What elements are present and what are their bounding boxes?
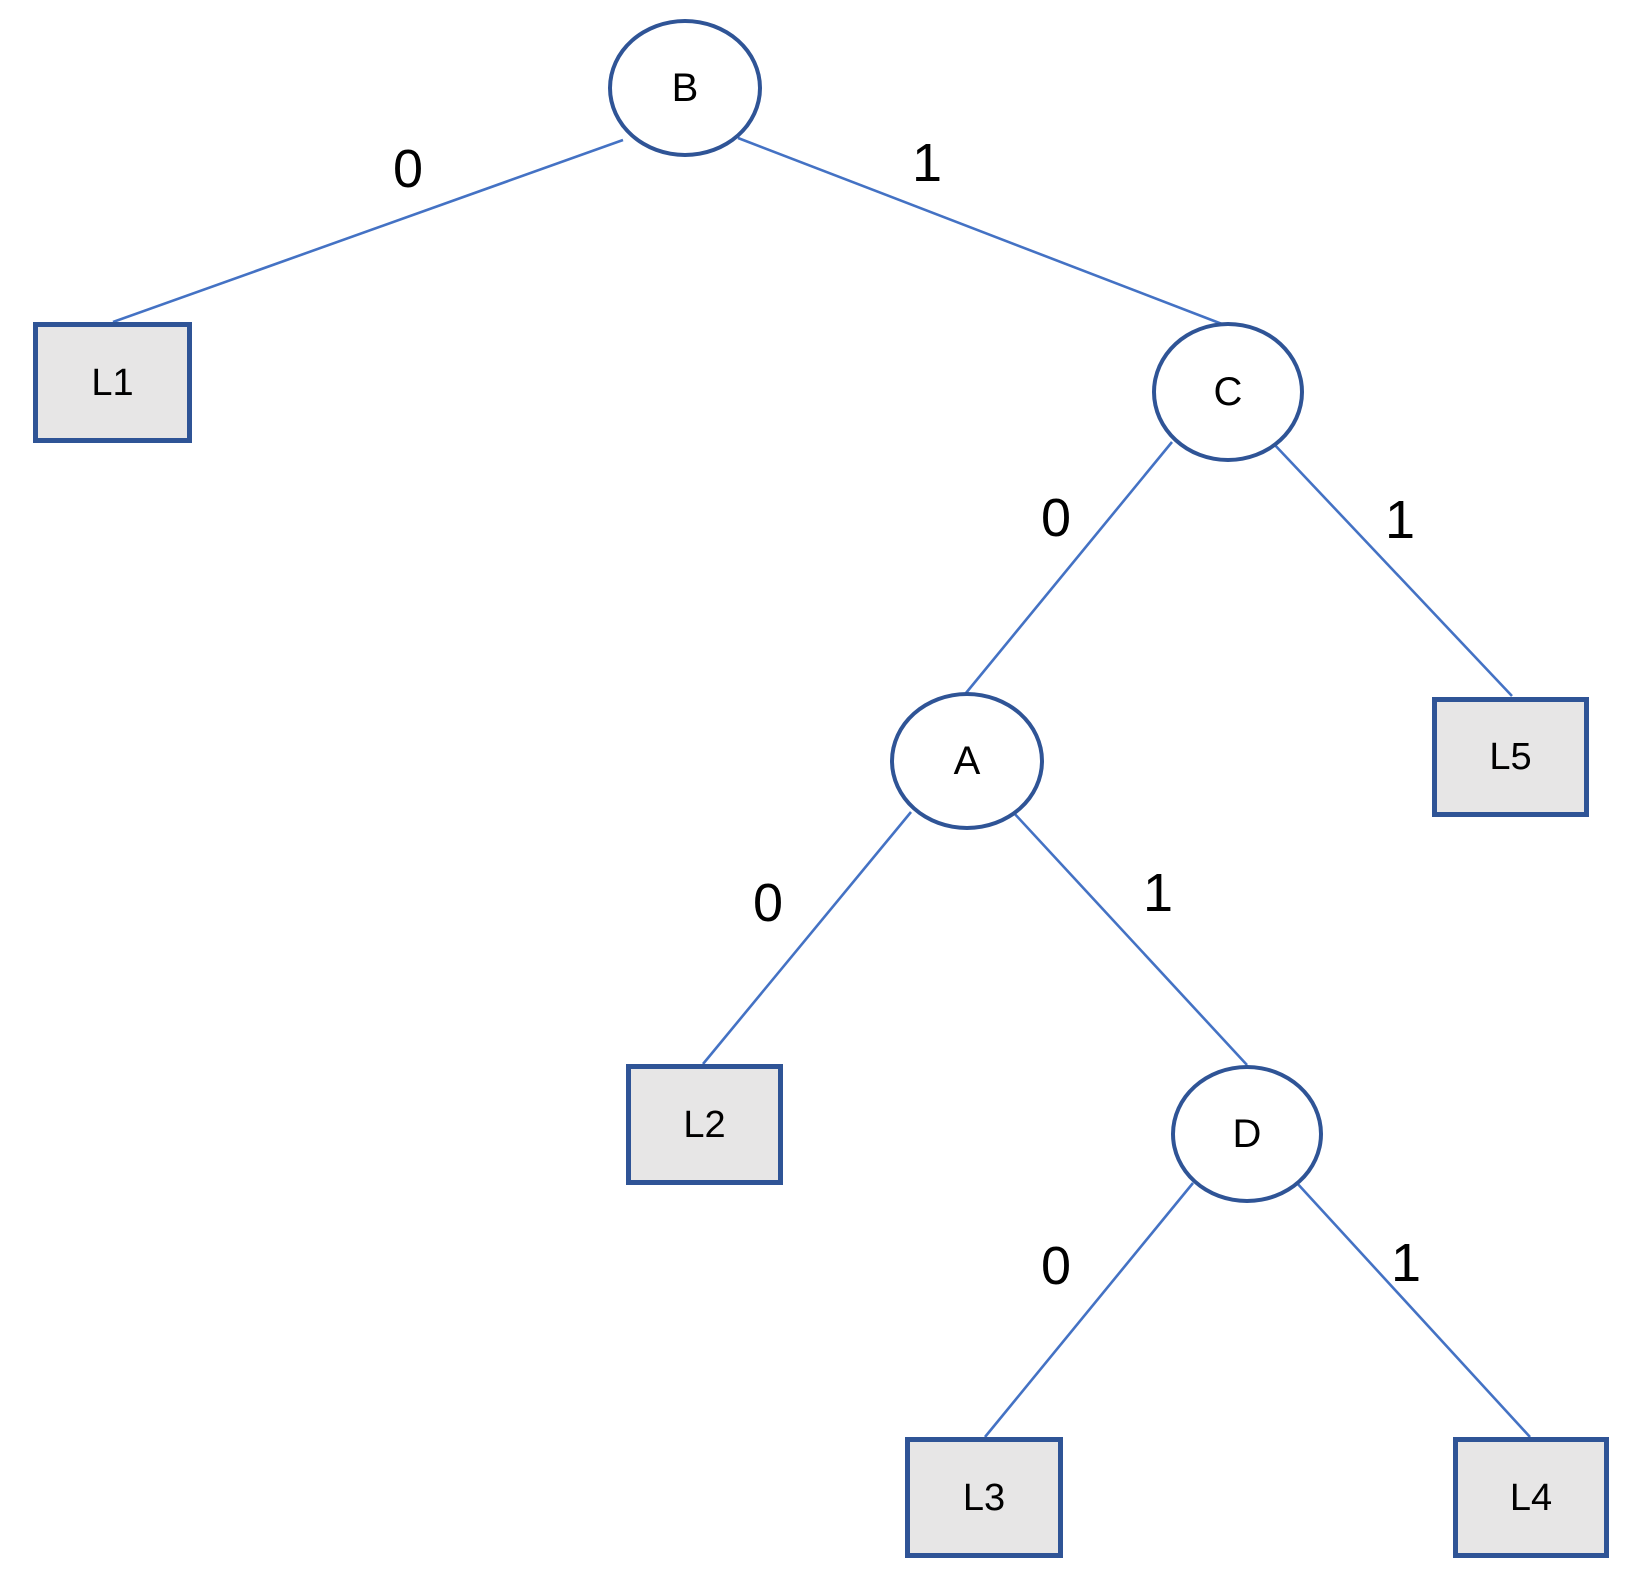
- node-label: D: [1232, 1112, 1262, 1156]
- leaf-label: L3: [962, 1476, 1006, 1519]
- internal-node-C: C: [1152, 322, 1304, 462]
- edge-D-L4: [1295, 1181, 1531, 1438]
- edge-C-A: [964, 441, 1174, 694]
- node-label: B: [671, 66, 699, 110]
- edge-D-L3: [983, 1182, 1195, 1438]
- edge-bit-label-D-L4: 1: [1390, 1233, 1422, 1293]
- leaf-label: L4: [1509, 1476, 1553, 1519]
- edge-bit-label-B-L1: 0: [392, 139, 424, 199]
- leaf-node-L5: L5: [1432, 697, 1589, 817]
- leaf-node-L1: L1: [33, 322, 192, 443]
- edge-B-C: [737, 136, 1223, 326]
- leaf-label: L5: [1489, 736, 1532, 778]
- edge-C-L5: [1271, 441, 1513, 697]
- internal-node-B: B: [608, 19, 762, 157]
- leaf-label: L2: [683, 1103, 726, 1146]
- leaf-node-L4: L4: [1453, 1437, 1609, 1558]
- leaf-node-L3: L3: [905, 1437, 1063, 1558]
- edge-A-L2: [701, 811, 913, 1065]
- edge-bit-label-C-L5: 1: [1384, 490, 1416, 550]
- leaf-node-L2: L2: [626, 1064, 783, 1185]
- edge-bit-label-D-L3: 0: [1040, 1236, 1072, 1296]
- edge-A-D: [1012, 811, 1248, 1066]
- node-label: C: [1213, 370, 1243, 414]
- node-label: A: [953, 739, 981, 783]
- edge-bit-label-A-D: 1: [1142, 863, 1174, 923]
- internal-node-D: D: [1171, 1065, 1323, 1203]
- edge-bit-label-B-C: 1: [911, 133, 943, 193]
- edge-bit-label-C-A: 0: [1040, 488, 1072, 548]
- edge-bit-label-A-L2: 0: [752, 873, 784, 933]
- internal-node-A: A: [890, 692, 1044, 830]
- edge-B-L1: [112, 138, 624, 324]
- leaf-label: L1: [91, 361, 134, 404]
